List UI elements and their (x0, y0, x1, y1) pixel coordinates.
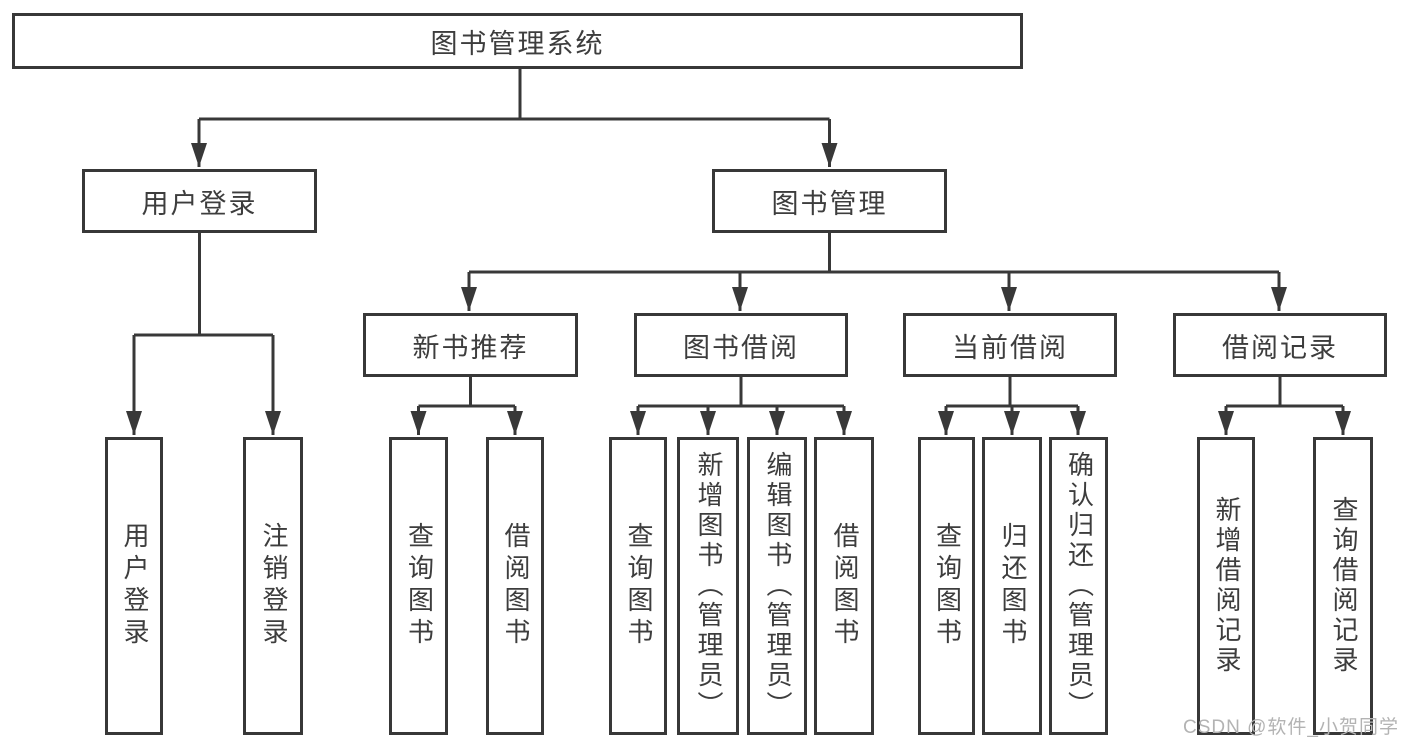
connector-recommend (418, 377, 515, 408)
node-return-book: 归还图书 (982, 437, 1042, 735)
connector-book-mgmt (469, 233, 1279, 274)
connector-borrowing (638, 377, 844, 408)
node-add-borrow-record-label: 新增借阅记录 (1211, 496, 1242, 676)
node-borrow-records-label: 借阅记录 (1222, 332, 1338, 363)
node-user-login-leaf: 用户登录 (105, 437, 163, 735)
node-book-management: 图书管理 (712, 169, 947, 233)
node-borrow-books-recommend: 借阅图书 (486, 437, 544, 735)
node-borrow-records: 借阅记录 (1173, 313, 1387, 377)
connector-records (1226, 377, 1343, 408)
node-logout: 注销登录 (243, 437, 303, 735)
node-new-book-recommend-label: 新书推荐 (412, 332, 529, 363)
node-user-login-leaf-label: 用户登录 (119, 522, 150, 650)
node-query-borrow-record: 查询借阅记录 (1313, 437, 1373, 735)
node-new-book-recommend: 新书推荐 (363, 313, 578, 377)
node-confirm-return-admin-label: 确认归还（管理员） (1064, 451, 1095, 721)
node-book-management-label: 图书管理 (771, 188, 888, 219)
node-current-borrowing-label: 当前借阅 (952, 332, 1068, 363)
node-query-books-recommend-label: 查询图书 (404, 522, 435, 650)
node-library-system: 图书管理系统 (12, 13, 1023, 69)
node-borrow-book: 借阅图书 (814, 437, 874, 735)
node-borrow-book-label: 借阅图书 (829, 522, 860, 650)
node-query-borrow-record-label: 查询借阅记录 (1328, 496, 1359, 676)
node-add-book-admin: 新增图书（管理员） (677, 437, 739, 735)
node-edit-book-admin: 编辑图书（管理员） (747, 437, 807, 735)
node-query-books-borrowing: 查询图书 (609, 437, 667, 735)
node-borrow-books-recommend-label: 借阅图书 (500, 522, 531, 650)
node-confirm-return-admin: 确认归还（管理员） (1049, 437, 1108, 735)
node-query-books-recommend: 查询图书 (389, 437, 448, 735)
connector-root (199, 69, 830, 121)
node-logout-label: 注销登录 (258, 522, 289, 650)
node-user-login-label: 用户登录 (141, 188, 258, 219)
node-return-book-label: 归还图书 (997, 522, 1028, 650)
node-query-books-current: 查询图书 (918, 437, 975, 735)
connector-user-login (134, 233, 273, 337)
node-book-borrowing-label: 图书借阅 (683, 332, 799, 363)
csdn-watermark: CSDN @软件_小贺同学 (1183, 717, 1399, 738)
node-add-book-admin-label: 新增图书（管理员） (693, 451, 724, 721)
node-book-borrowing: 图书借阅 (634, 313, 848, 377)
connector-current (946, 377, 1078, 408)
node-user-login: 用户登录 (82, 169, 317, 233)
node-edit-book-admin-label: 编辑图书（管理员） (762, 451, 793, 721)
node-query-books-current-label: 查询图书 (932, 522, 963, 650)
node-library-system-label: 图书管理系统 (430, 28, 605, 59)
node-current-borrowing: 当前借阅 (903, 313, 1117, 377)
node-query-books-borrowing-label: 查询图书 (623, 522, 654, 650)
node-add-borrow-record: 新增借阅记录 (1197, 437, 1255, 735)
